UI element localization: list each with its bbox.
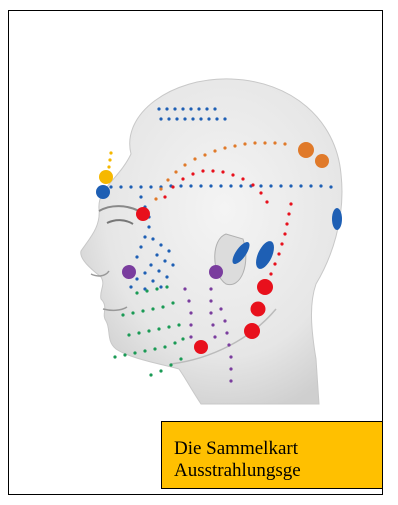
red-dot-jaw [194, 340, 208, 354]
red-dot-neck-3 [244, 323, 260, 339]
purple-dot-cheek [122, 265, 136, 279]
head-silhouette [81, 79, 342, 404]
blue-dot-forehead [96, 185, 110, 199]
red-dot-neck-1 [257, 279, 273, 295]
red-dot-neck-2 [251, 302, 266, 317]
red-dot-temple [136, 207, 150, 221]
purple-dot-ear [209, 265, 223, 279]
blue-ellipse-back [332, 208, 342, 230]
orange-dot-1 [298, 142, 314, 158]
caption-line-1: Die Sammelkart [174, 438, 298, 460]
yellow-referral-pattern [99, 151, 113, 184]
head-illustration [61, 59, 361, 411]
figure-frame: Die Sammelkart Ausstrahlungsge [8, 10, 383, 495]
orange-dot-2 [315, 154, 329, 168]
yellow-dot [99, 170, 113, 184]
caption-box: Die Sammelkart Ausstrahlungsge [161, 421, 383, 489]
caption-line-2: Ausstrahlungsge [174, 460, 301, 482]
